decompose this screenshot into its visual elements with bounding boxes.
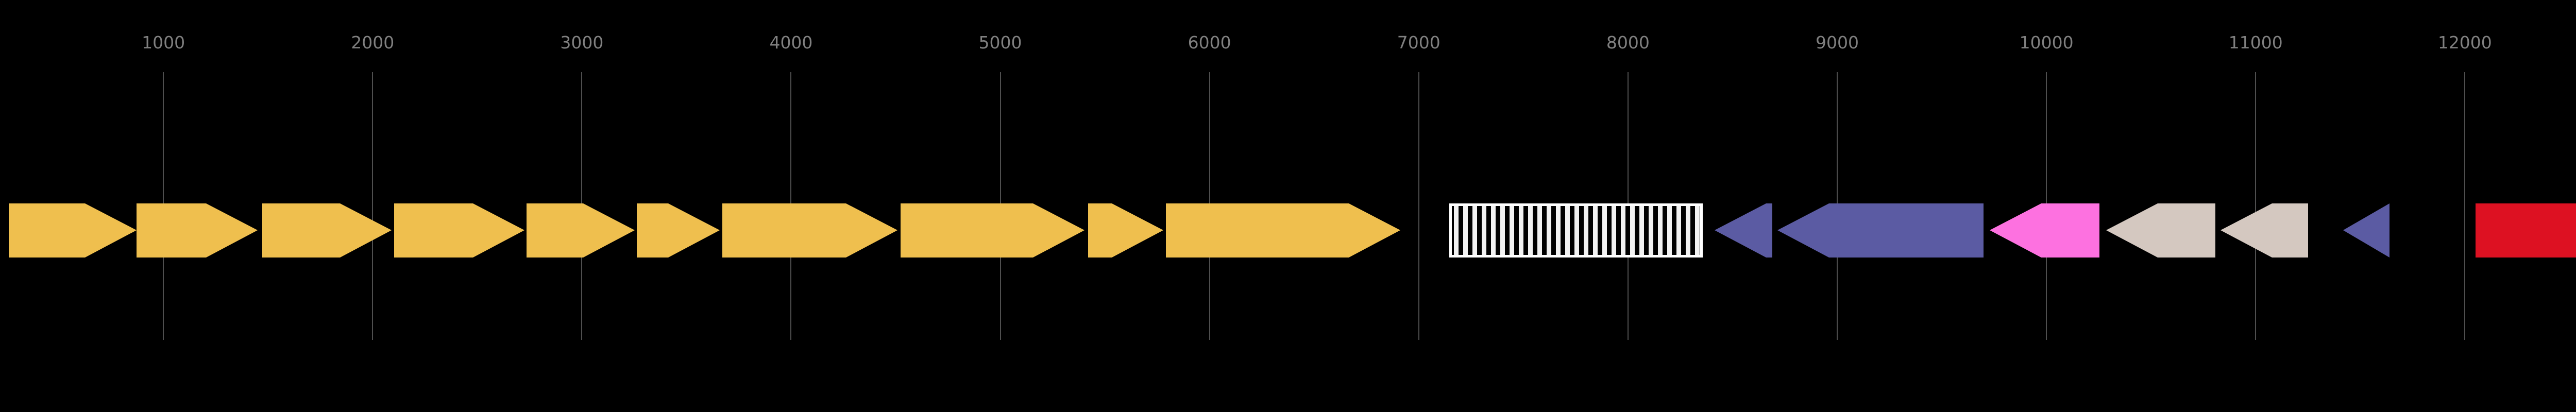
- axis-tick-label: 8000: [1606, 32, 1650, 53]
- gene-feature[interactable]: [722, 203, 897, 258]
- gene-feature[interactable]: [137, 203, 258, 258]
- gene-feature[interactable]: [2106, 203, 2215, 258]
- axis-tick-label: 4000: [769, 32, 813, 53]
- gene-arrow-reverse: [2343, 203, 2389, 258]
- axis-tick-label: 5000: [978, 32, 1022, 53]
- gene-arrow-reverse: [1990, 203, 2099, 258]
- axis-tick-label: 9000: [1815, 32, 1859, 53]
- gene-feature[interactable]: [1715, 203, 1772, 258]
- gene-arrow-forward: [137, 203, 258, 258]
- axis-tick-label: 12000: [2437, 32, 2492, 53]
- gene-feature[interactable]: [1777, 203, 1984, 258]
- gene-arrow-forward: [527, 203, 635, 258]
- axis-tick-label: 3000: [560, 32, 604, 53]
- gene-arrow-reverse: [2221, 203, 2308, 258]
- gene-arrow-forward: [901, 203, 1084, 258]
- axis-gridline: [2464, 72, 2466, 340]
- gene-feature[interactable]: [2476, 203, 2576, 258]
- gene-hatch-fill: [1452, 206, 1700, 255]
- axis-tick-label: 10000: [2019, 32, 2074, 53]
- axis-tick-label: 7000: [1397, 32, 1440, 53]
- gene-arrow-forward: [722, 203, 897, 258]
- axis-tick-label: 11000: [2228, 32, 2283, 53]
- gene-feature[interactable]: [1990, 203, 2099, 258]
- axis-gridline: [372, 72, 374, 340]
- gene-feature[interactable]: [1449, 203, 1703, 258]
- gene-feature[interactable]: [1166, 203, 1400, 258]
- gene-arrow-forward: [2476, 203, 2576, 258]
- gene-arrow-reverse: [1777, 203, 1984, 258]
- axis-tick-label: 2000: [351, 32, 395, 53]
- gene-feature[interactable]: [901, 203, 1084, 258]
- gene-arrow-reverse: [1715, 203, 1772, 258]
- axis-gridline: [2255, 72, 2257, 340]
- axis-gridline: [1418, 72, 1419, 340]
- gene-arrow-reverse: [2106, 203, 2215, 258]
- gene-feature[interactable]: [262, 203, 392, 258]
- gene-arrow-forward: [1166, 203, 1400, 258]
- gene-feature[interactable]: [1088, 203, 1163, 258]
- gene-arrow-forward: [262, 203, 392, 258]
- gene-feature[interactable]: [527, 203, 635, 258]
- gene-arrow-forward: [9, 203, 137, 258]
- gene-feature[interactable]: [9, 203, 137, 258]
- gene-arrow-forward: [1088, 203, 1163, 258]
- axis-tick-label: 1000: [142, 32, 185, 53]
- axis-tick-label: 6000: [1188, 32, 1231, 53]
- gene-feature[interactable]: [2221, 203, 2308, 258]
- gene-arrow-forward: [637, 203, 720, 258]
- gene-arrow-forward: [394, 203, 524, 258]
- gene-feature[interactable]: [637, 203, 720, 258]
- gene-feature[interactable]: [2343, 203, 2389, 258]
- gene-feature[interactable]: [394, 203, 524, 258]
